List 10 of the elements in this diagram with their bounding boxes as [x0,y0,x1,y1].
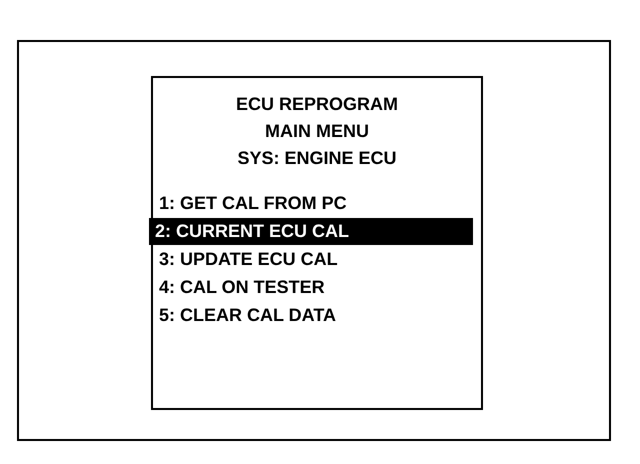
menu-item: 3: UPDATE ECU CAL [153,246,473,273]
menu-item: 1: GET CAL FROM PC [153,190,473,217]
menu-item: 5: CLEAR CAL DATA [153,302,473,329]
menu-item: 4: CAL ON TESTER [153,274,473,301]
highlighted-menu-item: 2: CURRENT ECU CAL [149,218,473,245]
screen-heading: ECU REPROGRAM [234,93,399,116]
screen-heading: SYS: ENGINE ECU [236,147,398,170]
display-screen [151,76,483,410]
screen-heading: MAIN MENU [264,120,370,143]
tester-frame [17,40,611,441]
